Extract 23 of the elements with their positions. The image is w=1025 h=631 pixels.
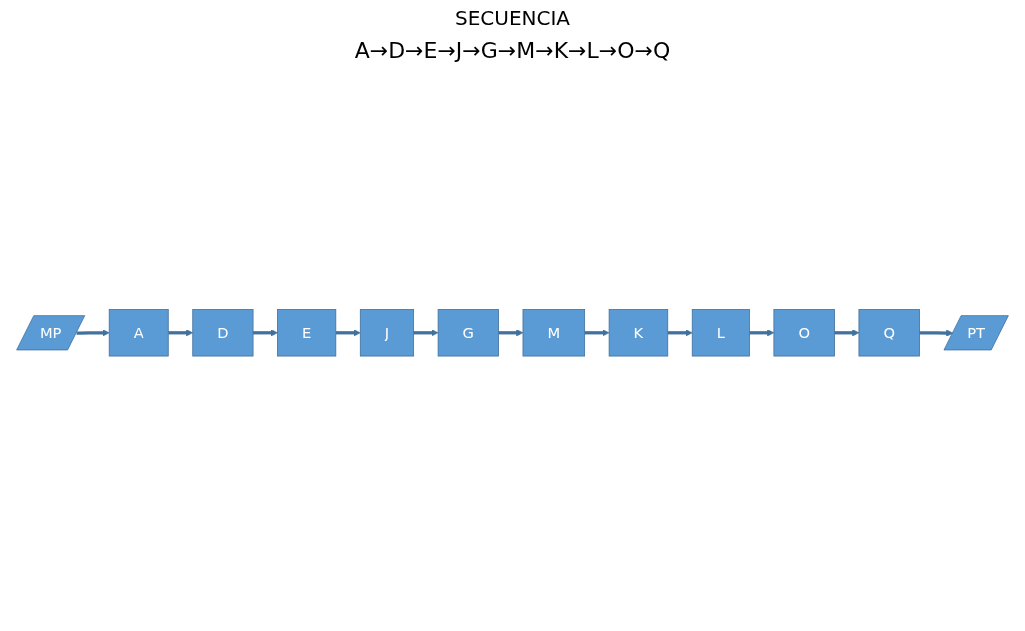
node-box: K — [608, 309, 669, 357]
node-box: Q — [858, 309, 920, 357]
node-box: M — [522, 309, 586, 357]
node-box: A — [108, 309, 169, 357]
node-box: D — [192, 309, 254, 357]
arrow — [919, 329, 954, 337]
node-box: G — [437, 309, 499, 357]
arrow — [667, 329, 693, 337]
node-box: L — [691, 309, 750, 357]
node-box: E — [277, 309, 337, 357]
arrow — [413, 329, 439, 337]
arrow — [749, 329, 775, 337]
sequence-text: A→D→E→J→G→M→K→L→O→Q — [354, 38, 671, 63]
arrow — [253, 329, 278, 337]
node-box: J — [359, 309, 415, 357]
arrow — [76, 329, 110, 337]
arrow — [498, 329, 524, 337]
title: SECUENCIA — [454, 6, 571, 30]
arrow — [335, 329, 361, 337]
node-box: O — [773, 309, 835, 357]
arrow — [834, 329, 860, 337]
arrow — [168, 329, 194, 337]
arrow — [584, 329, 610, 337]
